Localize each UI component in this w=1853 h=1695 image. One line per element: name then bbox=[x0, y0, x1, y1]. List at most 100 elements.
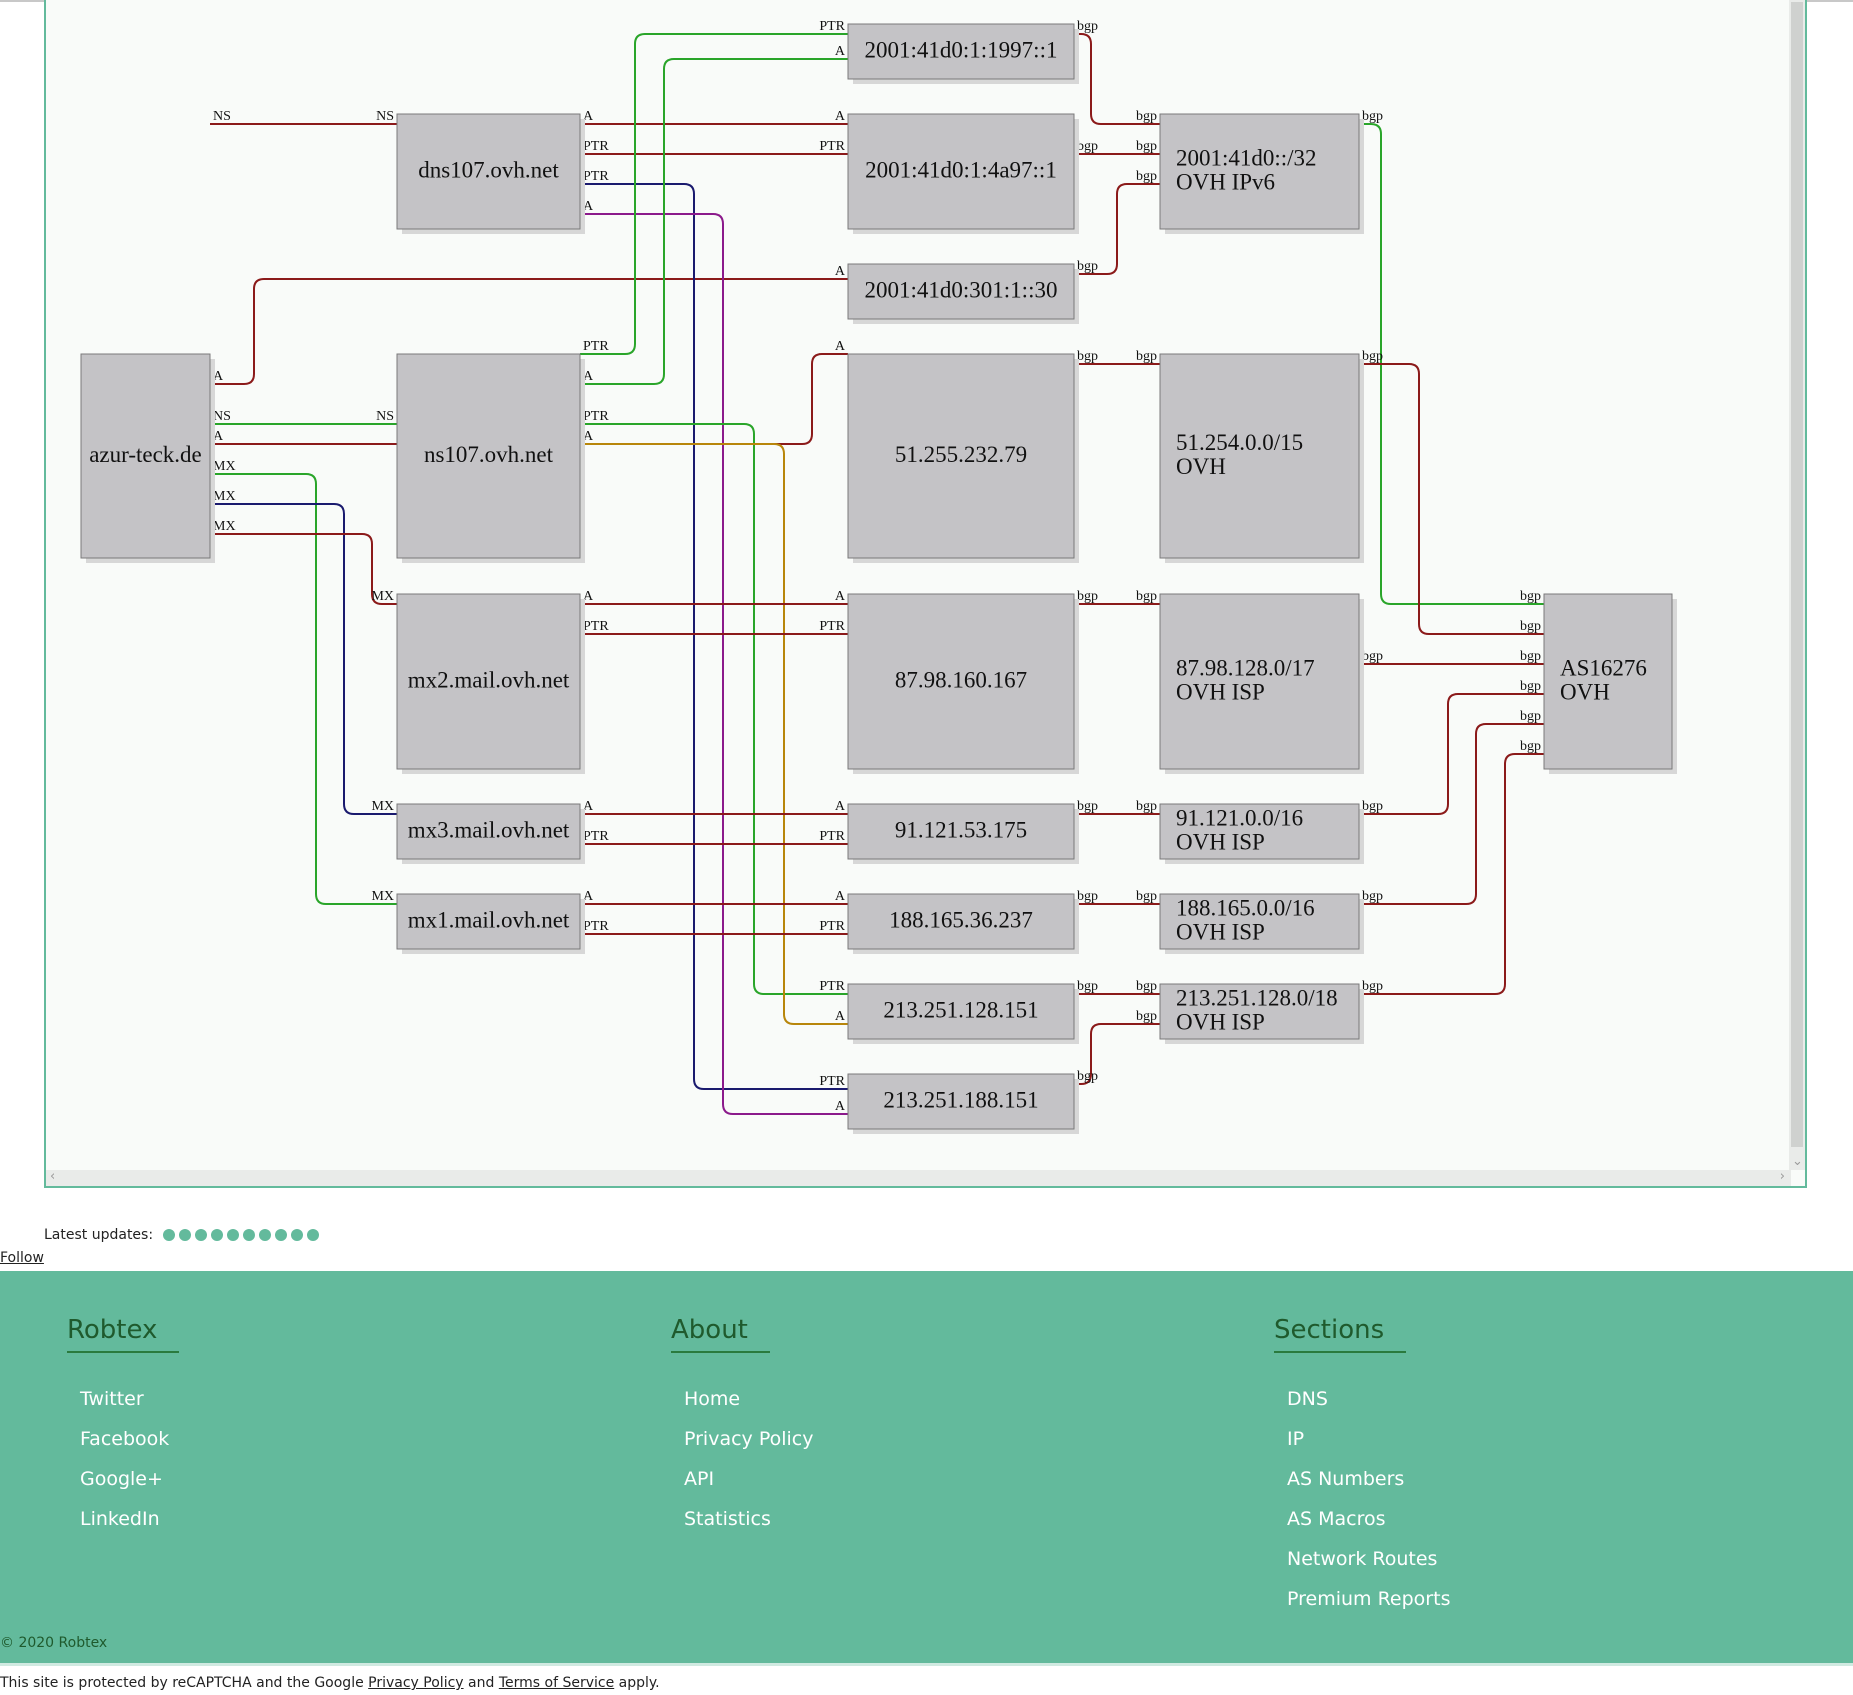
node-box[interactable] bbox=[1159, 353, 1360, 559]
footer-link-statistics[interactable]: Statistics bbox=[684, 1508, 771, 1530]
node-ip6[interactable]: 213.251.188.151 bbox=[847, 1073, 1079, 1134]
node-ns107[interactable]: ns107.ovh.net bbox=[396, 353, 585, 563]
footer-link-twitter[interactable]: Twitter bbox=[80, 1388, 144, 1410]
update-dot[interactable] bbox=[163, 1229, 176, 1241]
node-box[interactable] bbox=[847, 263, 1075, 320]
node-mx3[interactable]: mx3.mail.ovh.net bbox=[396, 803, 585, 864]
scroll-right-icon[interactable]: › bbox=[1779, 1169, 1785, 1184]
footer-link-as-macros[interactable]: AS Macros bbox=[1287, 1508, 1386, 1530]
footer-link-api[interactable]: API bbox=[684, 1468, 715, 1490]
footer-link-linkedin[interactable]: LinkedIn bbox=[80, 1508, 160, 1530]
update-dot[interactable] bbox=[275, 1229, 288, 1241]
node-v6a[interactable]: 2001:41d0:1:1997::1 bbox=[847, 23, 1079, 84]
node-v6c[interactable]: 2001:41d0:301:1::30 bbox=[847, 263, 1079, 324]
edge-source-label: MX bbox=[213, 489, 236, 504]
update-dot[interactable] bbox=[195, 1229, 208, 1241]
update-dot[interactable] bbox=[291, 1229, 304, 1241]
horizontal-scrollbar[interactable]: ‹ › bbox=[46, 1169, 1791, 1186]
update-dot[interactable] bbox=[227, 1229, 240, 1241]
edge-source-label: A bbox=[583, 589, 594, 604]
edge-target-label: bgp bbox=[1136, 799, 1157, 814]
node-azur[interactable]: azur-teck.de bbox=[80, 353, 215, 563]
node-box[interactable] bbox=[396, 113, 581, 230]
update-dot[interactable] bbox=[179, 1229, 192, 1241]
vertical-scroll-thumb[interactable] bbox=[1791, 2, 1803, 1147]
node-ip4[interactable]: 188.165.36.237 bbox=[847, 893, 1079, 954]
node-mx1[interactable]: mx1.mail.ovh.net bbox=[396, 893, 585, 954]
footer-link-googleplus[interactable]: Google+ bbox=[80, 1468, 163, 1490]
node-box[interactable] bbox=[847, 353, 1075, 559]
footer-divider bbox=[0, 1663, 1853, 1666]
footer-link-network-routes[interactable]: Network Routes bbox=[1287, 1548, 1438, 1570]
vertical-scrollbar[interactable]: ⌄ bbox=[1789, 0, 1805, 1170]
node-box[interactable] bbox=[396, 893, 581, 950]
node-box[interactable] bbox=[396, 803, 581, 860]
node-ip1[interactable]: 51.255.232.79 bbox=[847, 353, 1079, 563]
node-mx2[interactable]: mx2.mail.ovh.net bbox=[396, 593, 585, 774]
edge-source-label: bgp bbox=[1362, 109, 1383, 124]
node-box[interactable] bbox=[847, 593, 1075, 770]
node-ip2[interactable]: 87.98.160.167 bbox=[847, 593, 1079, 774]
node-box[interactable] bbox=[396, 353, 581, 559]
scroll-left-icon[interactable]: ‹ bbox=[50, 1169, 56, 1184]
update-dots[interactable] bbox=[163, 1229, 320, 1241]
node-box[interactable] bbox=[1159, 593, 1360, 770]
node-box[interactable] bbox=[80, 353, 211, 559]
node-box[interactable] bbox=[847, 1073, 1075, 1130]
edge-v6c-p1 bbox=[1074, 183, 1160, 275]
node-dns107[interactable]: dns107.ovh.net bbox=[396, 113, 585, 234]
recaptcha-privacy-link[interactable]: Privacy Policy bbox=[368, 1675, 464, 1691]
edge-source-label: bgp bbox=[1077, 349, 1098, 364]
follow-link[interactable]: Follow bbox=[0, 1250, 44, 1266]
footer-link-facebook[interactable]: Facebook bbox=[80, 1428, 170, 1450]
node-v6b[interactable]: 2001:41d0:1:4a97::1 bbox=[847, 113, 1079, 234]
node-box[interactable] bbox=[1543, 593, 1673, 770]
update-dot[interactable] bbox=[243, 1229, 256, 1241]
node-ip5[interactable]: 213.251.128.151 bbox=[847, 983, 1079, 1044]
node-box[interactable] bbox=[847, 113, 1075, 230]
footer-link-ip[interactable]: IP bbox=[1287, 1428, 1305, 1450]
node-box[interactable] bbox=[847, 983, 1075, 1040]
footer-link-as-numbers[interactable]: AS Numbers bbox=[1287, 1468, 1405, 1490]
edge-p4-as bbox=[1359, 693, 1544, 815]
update-dot[interactable] bbox=[211, 1229, 224, 1241]
update-dot[interactable] bbox=[259, 1229, 272, 1241]
edge-p2-as bbox=[1359, 363, 1544, 635]
node-box[interactable] bbox=[847, 23, 1075, 80]
node-label: OVH ISP bbox=[1176, 680, 1265, 705]
footer-link-dns[interactable]: DNS bbox=[1287, 1388, 1328, 1410]
node-box[interactable] bbox=[1159, 113, 1360, 230]
node-ip3[interactable]: 91.121.53.175 bbox=[847, 803, 1079, 864]
node-box[interactable] bbox=[1159, 983, 1360, 1040]
edge-source-label: bgp bbox=[1077, 1069, 1098, 1084]
node-box[interactable] bbox=[1159, 803, 1360, 860]
node-box[interactable] bbox=[1159, 893, 1360, 950]
node-box[interactable] bbox=[396, 593, 581, 770]
node-box[interactable] bbox=[847, 893, 1075, 950]
recaptcha-terms-link[interactable]: Terms of Service bbox=[498, 1675, 615, 1691]
footer-link-privacy-policy[interactable]: Privacy Policy bbox=[684, 1428, 814, 1450]
edge-target-label: PTR bbox=[819, 619, 845, 634]
edge-source-label: bgp bbox=[1362, 799, 1383, 814]
edge-source-label: bgp bbox=[1362, 889, 1383, 904]
edge-source-label: bgp bbox=[1077, 19, 1098, 34]
node-label: 87.98.160.167 bbox=[895, 668, 1027, 693]
footer-link-premium-reports[interactable]: Premium Reports bbox=[1287, 1588, 1451, 1610]
update-dot[interactable] bbox=[307, 1229, 320, 1241]
scroll-down-icon[interactable]: ⌄ bbox=[1792, 1154, 1803, 1169]
node-box[interactable] bbox=[847, 803, 1075, 860]
edge-source-label: A bbox=[583, 429, 594, 444]
edge-source-label: bgp bbox=[1362, 349, 1383, 364]
footer-link-home[interactable]: Home bbox=[684, 1388, 741, 1410]
edge-ns107-ip5 bbox=[580, 443, 848, 1025]
node-label: 2001:41d0:1:1997::1 bbox=[865, 38, 1058, 63]
